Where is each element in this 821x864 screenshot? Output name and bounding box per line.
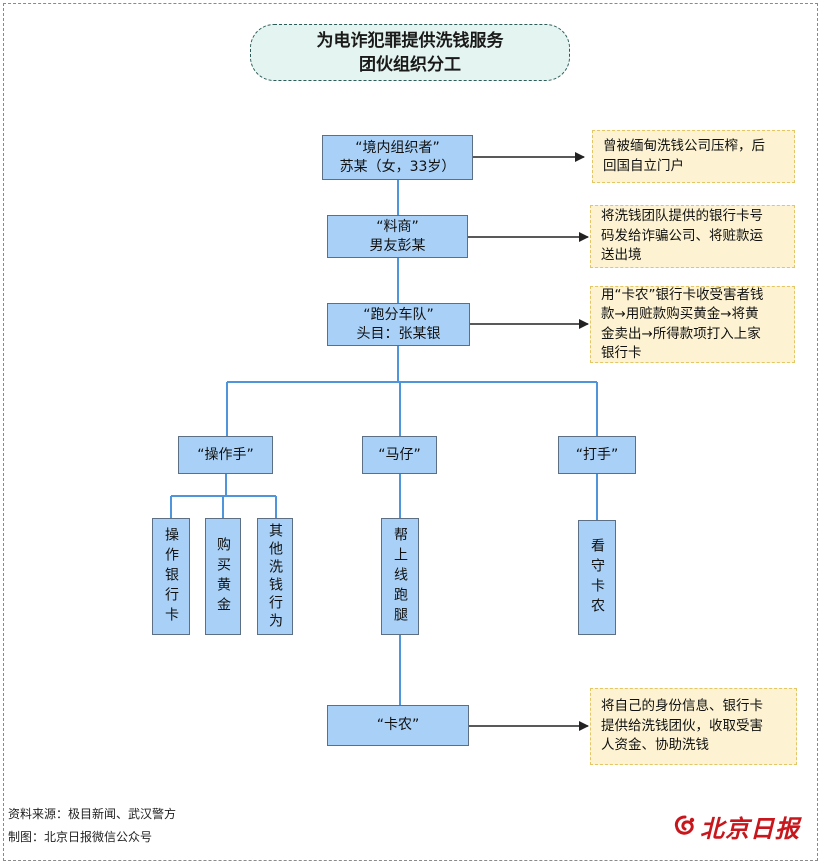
note-line: 将洗钱团队提供的银行卡号	[601, 208, 763, 225]
note-line: 人资金、协助洗钱	[601, 737, 709, 754]
logo-text: 北京日报	[700, 813, 800, 843]
note-line: 用“卡农”银行卡收受害者钱	[601, 286, 764, 303]
beijing-daily-logo: 北京日报	[672, 806, 802, 846]
note-line: 款→用赃款购买黄金→将黄	[601, 306, 759, 322]
note-line: 码发给诈骗公司、将赃款运	[601, 227, 763, 244]
footer-source: 资料来源：极目新闻、武汉警方	[8, 807, 177, 821]
node-role-label: “料商”	[376, 218, 419, 235]
task-label: 操作银行卡	[163, 526, 179, 627]
note-line: 送出境	[601, 247, 642, 264]
swirl-icon	[674, 815, 695, 835]
node-role-label: “操作手”	[197, 446, 254, 463]
task-other-laundering: 其他洗钱行为	[257, 518, 293, 635]
node-role-label: “卡农”	[376, 717, 420, 733]
note-line: 银行卡	[601, 345, 642, 361]
node-role-label: “马仔”	[378, 446, 421, 463]
footer-credit: 制图：北京日报微信公众号	[8, 830, 153, 844]
note-card-farmer: 将自己的身份信息、银行卡 提供给洗钱团伙，收取受害 人资金、协助洗钱	[590, 688, 797, 765]
note-line: 将自己的身份信息、银行卡	[601, 698, 763, 715]
task-run-errands: 帮上线跑腿	[381, 518, 419, 635]
task-guard-card-farmers: 看守卡农	[578, 520, 616, 635]
task-operate-bank-cards: 操作银行卡	[152, 518, 190, 635]
task-label: 其他洗钱行为	[267, 522, 283, 631]
title-line-2: 团伙组织分工	[359, 54, 461, 75]
node-material-supplier: “料商” 男友彭某	[327, 215, 468, 258]
task-label: 购买黄金	[215, 536, 231, 617]
note-arrows	[468, 152, 589, 731]
note-line: 曾被缅甸洗钱公司压榨，后	[603, 138, 765, 154]
task-label: 看守卡农	[589, 537, 605, 618]
node-role-label: “境内组织者”	[355, 139, 440, 156]
node-enforcer: “打手”	[558, 436, 636, 474]
note-domestic-organizer: 曾被缅甸洗钱公司压榨，后 回国自立门户	[592, 130, 795, 183]
title-line-1: 为电诈犯罪提供洗钱服务	[316, 30, 504, 51]
node-person-label: 男友彭某	[369, 237, 426, 254]
node-role-label: “打手”	[575, 446, 619, 463]
node-role-label: “跑分车队”	[363, 306, 434, 323]
note-line: 金卖出→所得款项打入上家	[601, 325, 761, 342]
note-runner-team: 用“卡农”银行卡收受害者钱 款→用赃款购买黄金→将黄 金卖出→所得款项打入上家 …	[590, 286, 795, 363]
page-border	[3, 3, 818, 861]
note-line: 提供给洗钱团伙，收取受害	[601, 717, 763, 734]
node-person-label: 头目：张某银	[356, 325, 441, 342]
node-card-farmer: “卡农”	[327, 705, 469, 746]
note-line: 回国自立门户	[603, 157, 684, 174]
node-person-label: 苏某（女，33岁）	[339, 158, 456, 175]
note-material-supplier: 将洗钱团队提供的银行卡号 码发给诈骗公司、将赃款运 送出境	[590, 205, 795, 268]
node-lackey: “马仔”	[362, 436, 437, 474]
diagram-title-box: 为电诈犯罪提供洗钱服务 团伙组织分工	[250, 24, 570, 81]
hierarchy-connectors	[170, 180, 598, 705]
task-buy-gold: 购买黄金	[205, 518, 241, 635]
node-operator: “操作手”	[178, 436, 273, 474]
task-label: 帮上线跑腿	[392, 526, 408, 627]
node-domestic-organizer: “境内组织者” 苏某（女，33岁）	[322, 135, 473, 180]
node-runner-team: “跑分车队” 头目：张某银	[327, 303, 470, 346]
